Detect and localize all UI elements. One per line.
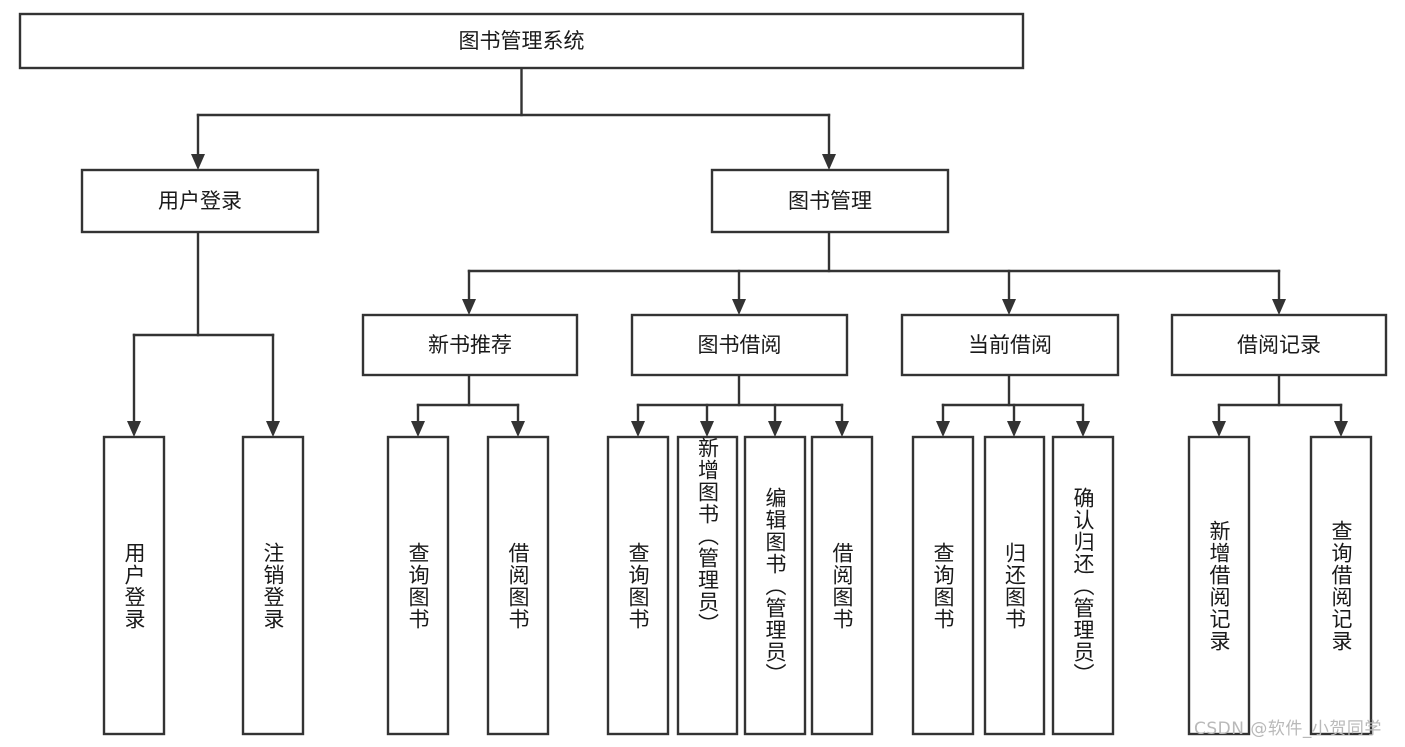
node-borrow-record-label: 借阅记录 — [1237, 333, 1321, 357]
arrowhead-borrow-record — [1272, 299, 1286, 315]
node-root-label: 图书管理系统 — [459, 29, 585, 53]
node-book-management-label: 图书管理 — [788, 189, 872, 213]
node-leaf-query-books-borrow[interactable] — [606, 435, 670, 736]
arrowhead-new-book-recommend — [462, 299, 476, 315]
arrowhead-leaf-logout — [266, 421, 280, 437]
connector-group-book-borrow — [631, 373, 849, 437]
node-book-management[interactable] — [710, 168, 950, 234]
arrowhead-leaf-add-borrow-record — [1212, 421, 1226, 437]
node-book-borrow[interactable] — [630, 313, 849, 377]
node-leaf-confirm-return[interactable] — [1051, 435, 1115, 736]
arrowhead-leaf-confirm-return — [1076, 421, 1090, 437]
arrowhead-leaf-borrow-book — [835, 421, 849, 437]
arrowhead-leaf-add-book — [700, 421, 714, 437]
node-user-login-label: 用户登录 — [158, 189, 242, 213]
node-leaf-logout[interactable] — [241, 435, 305, 736]
watermark-text: CSDN @软件_小贺同学 — [1194, 719, 1382, 739]
node-current-borrow-label: 当前借阅 — [968, 333, 1052, 357]
arrowhead-book-management — [822, 154, 836, 170]
node-book-borrow-label: 图书借阅 — [698, 333, 782, 357]
node-borrow-record[interactable] — [1170, 313, 1388, 377]
node-leaf-return-book[interactable] — [983, 435, 1046, 736]
arrowhead-leaf-edit-book — [768, 421, 782, 437]
arrowhead-leaf-query-books-borrow — [631, 421, 645, 437]
node-leaf-query-books-current[interactable] — [911, 435, 975, 736]
connector-group-user-login — [127, 230, 280, 437]
node-leaf-add-book[interactable] — [676, 435, 739, 736]
connector-group-borrow-record — [1212, 373, 1348, 437]
node-leaf-borrow-books-recommend[interactable] — [486, 435, 550, 736]
node-leaf-add-borrow-record[interactable] — [1187, 435, 1251, 736]
node-root[interactable] — [18, 12, 1025, 70]
node-leaf-query-borrow-record[interactable] — [1309, 435, 1373, 736]
arrowhead-book-borrow — [732, 299, 746, 315]
arrowhead-leaf-query-borrow-record — [1334, 421, 1348, 437]
node-leaf-edit-book[interactable] — [743, 435, 807, 736]
arrowhead-leaf-query-books-current — [936, 421, 950, 437]
node-leaf-borrow-book[interactable] — [810, 435, 874, 736]
node-user-login[interactable] — [80, 168, 320, 234]
arrowhead-leaf-user-login — [127, 421, 141, 437]
connector-group-root — [191, 66, 836, 170]
connector-group-book-management — [462, 230, 1286, 315]
arrowhead-current-borrow — [1002, 299, 1016, 315]
node-leaf-query-books-recommend[interactable] — [386, 435, 450, 736]
arrowhead-user-login — [191, 154, 205, 170]
arrowhead-leaf-return-book — [1007, 421, 1021, 437]
connector-group-new-book-recommend — [411, 373, 525, 437]
arrowhead-leaf-query-books-recommend — [411, 421, 425, 437]
arrowhead-leaf-borrow-books-recommend — [511, 421, 525, 437]
node-current-borrow[interactable] — [900, 313, 1120, 377]
node-new-book-recommend-label: 新书推荐 — [428, 333, 512, 357]
connector-group-current-borrow — [936, 373, 1090, 437]
node-leaf-user-login[interactable] — [102, 435, 166, 736]
node-new-book-recommend[interactable] — [361, 313, 579, 377]
